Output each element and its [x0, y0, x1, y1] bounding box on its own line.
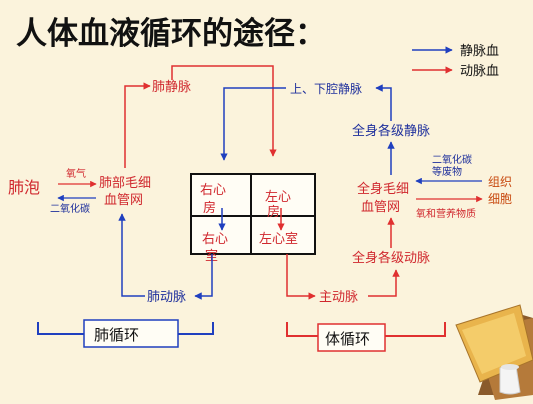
left-ventricle-to-aorta-arrow: [286, 254, 316, 300]
pulmonary-circulation-label: 肺循环: [94, 326, 139, 344]
lung-capillary-label-1: 肺部毛细: [99, 176, 151, 191]
lung-capillary-label-2: 血管网: [104, 193, 143, 208]
heart-frame: [190, 173, 316, 255]
right-atrium-label-2: 房: [203, 200, 216, 216]
co2-waste-label-2: 等废物: [432, 165, 462, 178]
legend-vein-label: 静脉血: [460, 44, 499, 59]
left-atrium-label-2: 房: [267, 204, 280, 220]
legend-artery-label: 动脉血: [460, 64, 499, 79]
right-ventricle-to-pulmonary-artery-arrow: [194, 254, 213, 300]
pulmonary-artery-to-lung-arrow: [118, 213, 145, 297]
co2-label: 二氧化碳: [50, 202, 90, 215]
left-ventricle-label: 左心室: [259, 231, 298, 247]
aorta-label: 主动脉: [319, 290, 358, 305]
heart: 右心 房 左心 房 右心 室 左心室: [190, 173, 316, 264]
systemic-circulation-label: 体循环: [325, 330, 370, 348]
page-title: 人体血液循环的途径：: [16, 16, 326, 52]
decorative-notepad-icon: [455, 304, 533, 400]
tissue-label-2: 细胞: [488, 192, 512, 206]
right-atrium-label-1: 右心: [200, 183, 226, 198]
pulmonary-circulation-bracket: 肺循环: [37, 319, 214, 348]
tissue-label-1: 组织: [488, 175, 512, 189]
body-veins-to-vena-cava-arrow: [375, 84, 392, 121]
vena-cava-label: 上、下腔静脉: [290, 81, 362, 96]
lung-to-pulmonary-vein-arrow: [124, 82, 151, 168]
aorta-to-body-arteries-arrow: [368, 269, 400, 297]
systemic-circulation-box: [317, 323, 386, 352]
pulmonary-vein-to-left-atrium-arrow: [171, 65, 277, 157]
body-capillary-label-2: 血管网: [361, 200, 400, 215]
body-arteries-label: 全身各级动脉: [352, 250, 430, 266]
oxygen-nutrients-label: 氧和营养物质: [416, 207, 476, 220]
legend: 静脉血 动脉血: [412, 44, 499, 79]
body-veins-label: 全身各级静脉: [352, 123, 430, 139]
oxygen-label: 氧气: [66, 167, 86, 180]
pulmonary-circulation-box: [83, 319, 179, 348]
pulmonary-bracket-right: [178, 322, 214, 335]
body-capillary-label-1: 全身毛细: [357, 181, 409, 197]
systemic-circulation-bracket: 体循环: [286, 322, 446, 352]
alveoli-label: 肺泡: [8, 178, 40, 197]
vena-cava-to-right-atrium-arrow: [220, 87, 286, 161]
right-ventricle-label-1: 右心: [202, 232, 228, 247]
co2-waste-label-1: 二氧化碳: [432, 153, 472, 166]
systemic-bracket-left: [286, 322, 318, 337]
pulmonary-vein-label: 肺静脉: [152, 80, 191, 95]
pulmonary-bracket-left: [37, 322, 84, 335]
systemic-bracket-right: [385, 322, 446, 337]
left-atrium-label-1: 左心: [265, 190, 291, 205]
pulmonary-artery-label: 肺动脉: [147, 290, 186, 305]
